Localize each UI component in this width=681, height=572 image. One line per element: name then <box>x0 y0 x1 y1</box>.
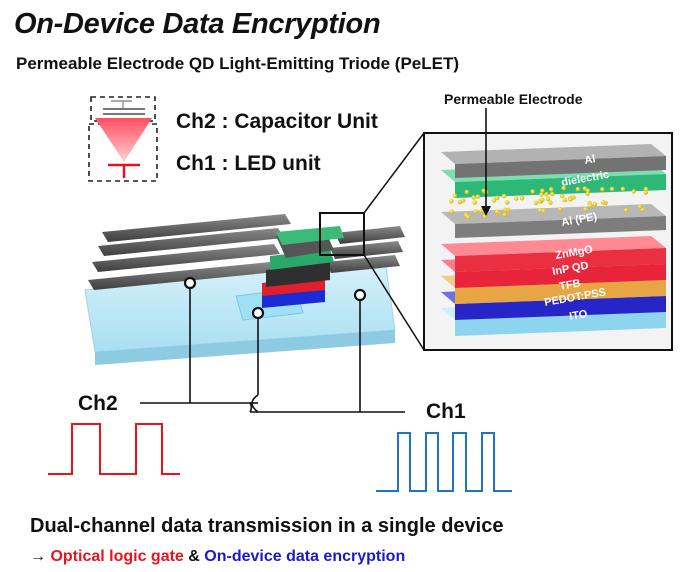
particle-dot <box>609 186 615 192</box>
ch1-legend-label: Ch1 : LED unit <box>176 152 321 175</box>
particle-dot <box>620 186 626 192</box>
ch1-terminal-dot <box>353 288 367 302</box>
particle-dot <box>540 197 545 202</box>
particle-dot <box>494 209 500 214</box>
layer-label-ito: ITO <box>568 308 588 323</box>
particle-dot <box>539 192 544 197</box>
particle-dot <box>575 186 581 192</box>
common-terminal-dot <box>251 306 265 320</box>
particle-dot <box>637 204 643 209</box>
particle-dot <box>545 196 551 202</box>
ch2-waveform <box>48 423 180 475</box>
top-electrode-strips <box>88 214 405 290</box>
ch2-legend-label: Ch2 : Capacitor Unit <box>176 110 378 133</box>
layer-label-tfb: TFB <box>558 277 581 293</box>
device-3d-view <box>84 212 405 365</box>
particle-dot <box>549 187 554 192</box>
particle-dot <box>561 185 566 191</box>
particle-dot <box>503 207 508 212</box>
ch1-channel-label: Ch1 <box>426 400 466 423</box>
particle-dot <box>550 191 555 197</box>
particle-dot <box>623 207 629 213</box>
particle-dot <box>559 193 565 199</box>
particle-dot <box>481 188 486 193</box>
particle-dot <box>588 203 593 208</box>
particle-dot <box>460 198 466 203</box>
particle-dot <box>472 200 477 205</box>
particle-dot <box>600 187 605 192</box>
summary-subline: → Optical logic gate & On-device data en… <box>30 548 405 566</box>
particle-dot <box>457 200 462 205</box>
particle-dot <box>571 195 576 200</box>
particle-dot <box>452 193 458 198</box>
page-title: On-Device Data Encryption <box>14 8 381 40</box>
particle-dot <box>585 191 590 196</box>
particle-dot <box>557 207 563 212</box>
particle-dot <box>643 186 649 192</box>
particle-dot <box>473 209 478 214</box>
particle-dot <box>544 192 549 197</box>
particle-dot <box>501 193 507 199</box>
particle-dot <box>540 188 545 193</box>
terminal-dots <box>183 276 367 320</box>
ch2-channel-label: Ch2 <box>78 392 118 415</box>
particle-dot <box>548 200 553 205</box>
particle-dot <box>562 197 568 203</box>
particle-dot <box>479 208 484 213</box>
optical-logic-gate-text: Optical logic gate <box>50 548 184 565</box>
particle-dot <box>495 195 500 200</box>
particle-dot <box>464 189 469 195</box>
on-device-encryption-text: On-device data encryption <box>204 548 406 565</box>
particle-dot <box>583 207 588 212</box>
particle-dot <box>449 199 454 204</box>
arrow-icon: → <box>30 548 46 565</box>
ampersand-text: & <box>188 548 200 565</box>
layer-stack-inset <box>423 108 673 351</box>
ch1-waveform <box>376 432 512 492</box>
particle-dot <box>514 196 519 201</box>
particle-dot <box>585 188 590 193</box>
particle-dot <box>530 189 535 194</box>
particle-dot <box>502 212 507 217</box>
wiring <box>140 283 405 413</box>
particle-dot <box>631 189 636 194</box>
zoom-selection-box <box>319 212 365 256</box>
ch2-terminal-dot <box>183 276 197 290</box>
layer-al <box>441 144 666 178</box>
particle-dot <box>592 202 598 207</box>
particle-dot <box>519 196 525 201</box>
particle-dot <box>466 214 471 220</box>
particle-dot <box>471 195 476 200</box>
particle-dot <box>475 194 481 199</box>
page-subtitle: Permeable Electrode QD Light-Emitting Tr… <box>16 54 460 73</box>
particle-dot <box>491 198 497 203</box>
particle-dot <box>449 209 454 214</box>
layer-al-pe <box>441 204 666 238</box>
layer-label-al: Al <box>583 153 596 167</box>
particle-dot <box>537 208 543 213</box>
permeable-electrode-callout: Permeable Electrode <box>444 91 583 107</box>
particle-dot <box>568 197 573 202</box>
layer-znmgo <box>441 236 666 272</box>
particle-dot <box>533 200 539 206</box>
particle-dot <box>541 208 546 214</box>
particle-dot <box>601 200 606 205</box>
pelet-symbol-icon <box>88 96 158 182</box>
particle-dot <box>643 190 648 195</box>
particle-dot <box>505 200 510 205</box>
permeable-electrode-particles <box>449 185 649 220</box>
summary-heading: Dual-channel data transmission in a sing… <box>30 515 504 537</box>
